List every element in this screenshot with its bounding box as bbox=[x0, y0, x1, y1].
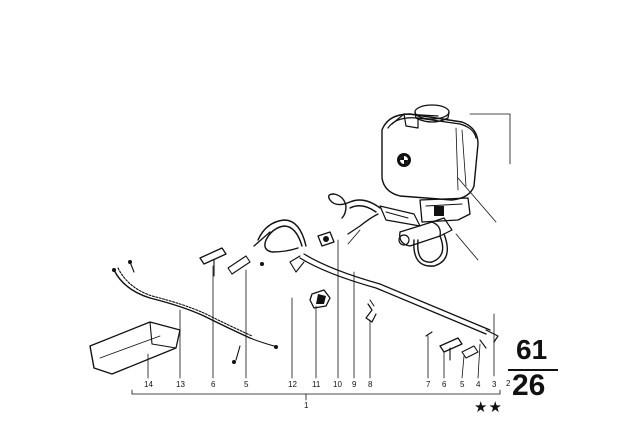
group-code-divider bbox=[508, 369, 558, 371]
leader-lines bbox=[131, 113, 511, 401]
hose-lines bbox=[257, 193, 499, 343]
star-markers: ★★ bbox=[474, 399, 503, 416]
part-number-labels: 14 13 6 5 12 11 10 9 8 7 6 5 4 3 2 1 bbox=[144, 379, 511, 410]
part-label-7: 7 bbox=[426, 380, 431, 389]
part-label-3: 3 bbox=[492, 380, 497, 389]
part-label-1: 1 bbox=[304, 401, 309, 410]
part-label-14: 14 bbox=[144, 380, 153, 389]
part-label-5a: 5 bbox=[244, 380, 249, 389]
wiring-harness bbox=[112, 260, 278, 364]
part-label-10: 10 bbox=[333, 380, 342, 389]
washer-pump-assembly bbox=[379, 197, 471, 267]
group-code-sub: 26 bbox=[512, 369, 546, 402]
part-label-12: 12 bbox=[288, 380, 297, 389]
part-label-5b: 5 bbox=[460, 380, 465, 389]
small-parts bbox=[199, 231, 487, 361]
group-code-main: 61 bbox=[516, 334, 548, 365]
washer-reservoir bbox=[381, 104, 479, 201]
harness-cover bbox=[89, 321, 181, 375]
part-label-13: 13 bbox=[176, 380, 185, 389]
part-label-11: 11 bbox=[312, 380, 321, 389]
part-label-8: 8 bbox=[368, 380, 373, 389]
part-label-6b: 6 bbox=[442, 380, 447, 389]
part-label-6a: 6 bbox=[211, 380, 216, 389]
part-label-2: 2 bbox=[506, 379, 511, 388]
part-label-9: 9 bbox=[352, 380, 357, 389]
part-label-4: 4 bbox=[476, 380, 481, 389]
